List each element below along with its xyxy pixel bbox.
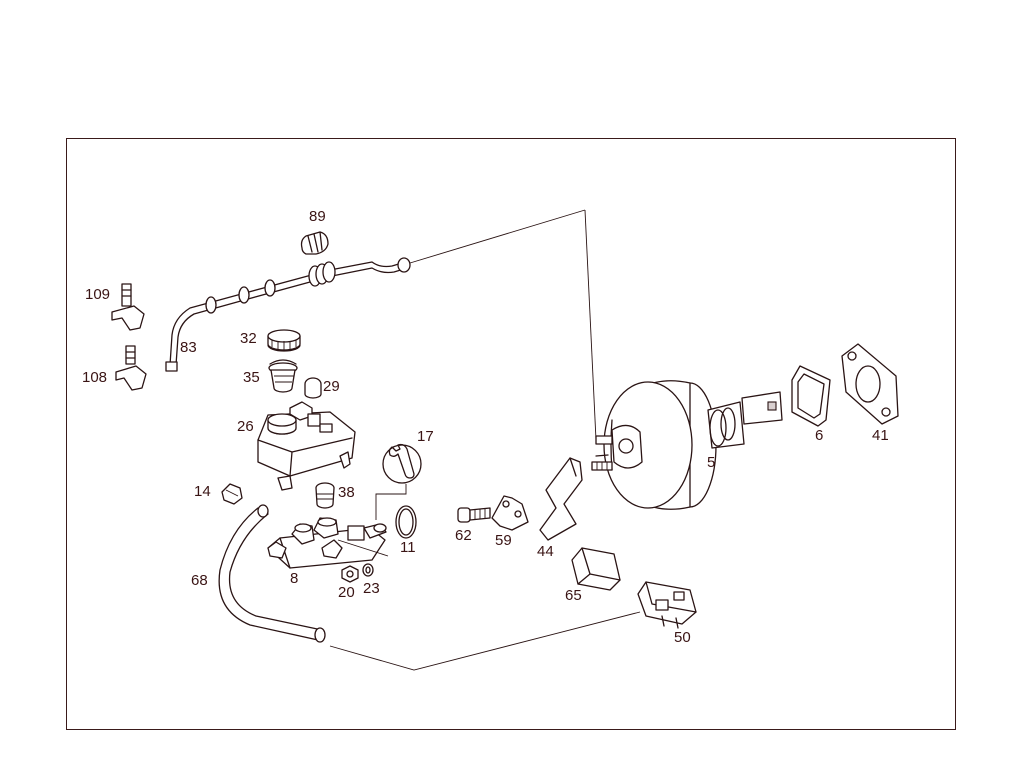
- label-14: 14: [194, 483, 211, 500]
- label-38: 38: [338, 484, 355, 501]
- o-ring-11: [375, 484, 417, 539]
- label-35: 35: [243, 369, 260, 386]
- label-44: 44: [537, 543, 554, 560]
- label-59: 59: [495, 532, 512, 549]
- label-29: 29: [323, 378, 340, 395]
- label-41: 41: [872, 427, 889, 444]
- strainer-35: [268, 359, 298, 393]
- fitting-109: [111, 283, 145, 331]
- washer-23: [362, 563, 374, 577]
- hose-68: [218, 504, 641, 671]
- label-8: 8: [290, 570, 298, 587]
- grommet: [205, 279, 276, 314]
- diagram-frame: [66, 138, 956, 730]
- boot-89: [300, 231, 329, 255]
- wrench-symbol-17: [382, 443, 422, 484]
- plug-29: [304, 377, 322, 399]
- master-cylinder-8: [267, 517, 389, 569]
- cap-32: [267, 329, 301, 352]
- plug-38: [315, 482, 335, 509]
- leader-line: [584, 209, 597, 441]
- label-109: 109: [85, 286, 110, 303]
- reservoir-26: [257, 401, 356, 491]
- label-17: 17: [417, 428, 434, 445]
- bolt-62: [457, 507, 491, 523]
- label-11: 11: [400, 539, 416, 556]
- brake-booster-5: [591, 380, 783, 510]
- label-6: 6: [815, 427, 823, 444]
- label-50: 50: [674, 629, 691, 646]
- label-108: 108: [82, 369, 107, 386]
- mount-65: [571, 547, 621, 591]
- label-23: 23: [363, 580, 380, 597]
- brake-line-83: [165, 209, 586, 372]
- gasket-6: [791, 365, 831, 427]
- label-68: 68: [191, 572, 208, 589]
- label-26: 26: [237, 418, 254, 435]
- bracket-44: [539, 457, 583, 541]
- cap-14: [221, 483, 243, 505]
- flange-41: [841, 343, 899, 425]
- label-89: 89: [309, 208, 326, 225]
- label-65: 65: [565, 587, 582, 604]
- bracket-59: [491, 495, 529, 531]
- label-5: 5: [707, 454, 715, 471]
- label-32: 32: [240, 330, 257, 347]
- label-62: 62: [455, 527, 472, 544]
- label-83: 83: [180, 339, 197, 356]
- fitting-108: [115, 345, 147, 391]
- nut-20: [341, 565, 359, 583]
- label-20: 20: [338, 584, 355, 601]
- valve-50: [637, 581, 697, 629]
- grommet-cluster: [308, 261, 336, 287]
- part-labels: 89 109 83 108 32 35 29 26 17 14 38 11 62…: [82, 208, 889, 646]
